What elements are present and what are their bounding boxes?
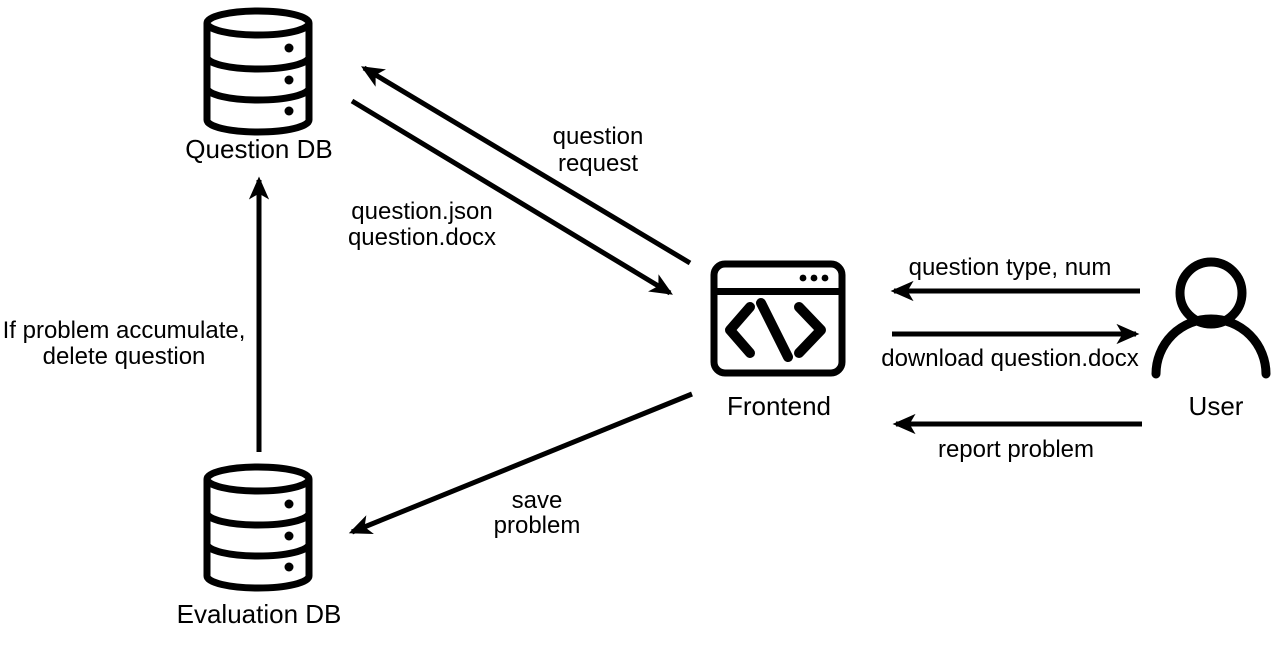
report-problem-label: report problem: [938, 436, 1094, 463]
frontend-browser-code-icon: [710, 260, 846, 377]
question-request-line2: request: [558, 150, 638, 177]
question-files-line1: question.json: [351, 198, 492, 225]
question-request-line1: question: [553, 123, 644, 150]
delete-question-line2: delete question: [43, 343, 206, 370]
arrow-question-db-to-frontend: [350, 98, 673, 296]
user-person-icon: [1151, 257, 1271, 379]
save-problem-line1: save: [512, 487, 563, 514]
question-request-label: question request: [553, 123, 644, 177]
user-label: User: [1189, 391, 1244, 421]
download-docx-label: download question.docx: [881, 345, 1139, 372]
question-db-database-icon: [207, 11, 309, 132]
frontend-label: Frontend: [727, 391, 831, 421]
question-files-line2: question.docx: [348, 224, 496, 251]
evaluation-db-label: Evaluation DB: [177, 599, 342, 629]
question-type-num-label: question type, num: [909, 254, 1112, 281]
arrow-frontend-to-question-db: [361, 65, 692, 266]
question-files-label: question.json question.docx: [348, 198, 496, 251]
question-db-label: Question DB: [185, 134, 332, 164]
evaluation-db-database-icon: [207, 467, 309, 588]
save-problem-label: save problem: [494, 487, 581, 539]
delete-question-line1: If problem accumulate,: [3, 317, 246, 344]
arrow-frontend-to-evaluation-db: [348, 391, 693, 535]
delete-question-label: If problem accumulate, delete question: [3, 317, 246, 370]
save-problem-line2: problem: [494, 512, 581, 539]
